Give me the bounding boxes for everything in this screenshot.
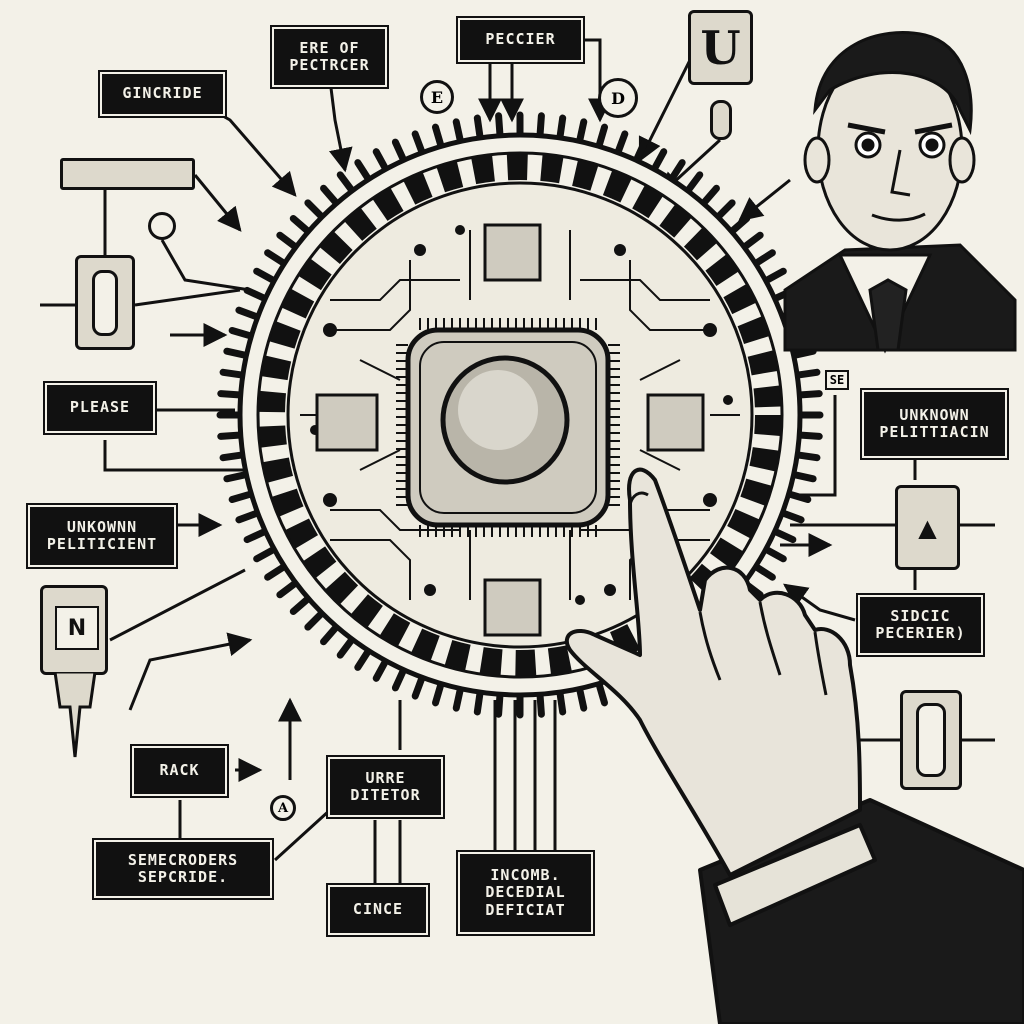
label-unknown-right-line1: UNKNOWN [899,405,970,424]
label-unknown-right-line2: PELITTIACIN [879,423,990,441]
u-icon: U [700,20,741,75]
arrow-sidcic [783,583,856,622]
circle-e-icon: E [420,80,454,114]
pointing-hand-icon [564,467,1024,1024]
label-ere-of-line1: ERE OF [299,38,360,57]
line-se [800,395,837,497]
label-urre-ditetor: URRE DITETOR [326,755,445,819]
label-incomb-line1: INCOMB. [490,866,561,885]
arrow-ere-of [328,79,353,173]
label-semecroders: SEMECRODERS SEPCRIDE. [92,838,274,900]
label-rack: RACK [130,744,229,798]
label-incomb: INCOMB. DECEDIAL DEFICIAT [456,850,595,936]
label-ere-of-line2: PECTRCER [289,56,370,74]
line-n-comp [109,568,246,642]
label-ere-of: ERE OF PECTRCER [270,25,389,89]
label-incomb-line3: DEFICIAT [485,900,566,919]
line-please-down [103,440,245,472]
triangle-icon: ▲ [918,513,937,542]
n-component-plug [53,672,97,758]
label-peccier: PECCIER [456,16,585,64]
label-unknown-right: UNKNOWN PELITTIACIN [860,388,1009,460]
label-unknown-left-line1: UNKOWNN [66,517,138,536]
line-top-bar [193,174,242,232]
line-urre [373,700,402,885]
lines-incomb [493,700,557,850]
arrow-top-u [638,59,692,163]
line-circle-small [160,239,251,292]
left-capsule-component [75,255,135,350]
top-bar-component [60,158,195,190]
label-sidcic-line1: SIDCIC [890,606,951,625]
label-se: SE [825,370,849,390]
label-sidcic: SIDCIC PECERIER) [856,593,985,657]
label-please: PLEASE [43,381,157,435]
label-unknown-left-line2: PELITICIENT [46,535,158,553]
label-semecroders-line2: SEPCRIDE. [137,868,229,886]
right-capsule-component [900,690,962,790]
circle-small-icon [148,212,176,240]
n-icon: N [55,606,99,650]
arrow-n-up [128,632,253,711]
line-left-comp [40,288,241,307]
label-cince: CINCE [326,883,430,937]
line-semecroders [273,808,332,862]
top-capsule-component [710,100,732,140]
label-unknown-left: UNKOWNN PELITICIENT [26,503,178,569]
circle-a-icon: A [270,795,296,821]
label-urre-line1: URRE [365,768,406,787]
label-gincride: GINCRIDE [98,70,227,118]
right-triangle-component: ▲ [895,485,960,570]
arrow-portrait [738,178,791,222]
portrait-man-icon [783,31,1017,354]
circle-d-icon: D [598,78,638,118]
top-u-component: U [688,10,753,85]
label-sidcic-line2: PECERIER) [875,624,966,642]
n-component: N [40,585,108,675]
label-urre-line2: DITETOR [350,786,421,804]
arrow-peccier-3 [585,38,612,123]
label-semecroders-line1: SEMECRODERS [127,850,239,869]
label-incomb-line2: DECEDIAL [485,883,566,902]
